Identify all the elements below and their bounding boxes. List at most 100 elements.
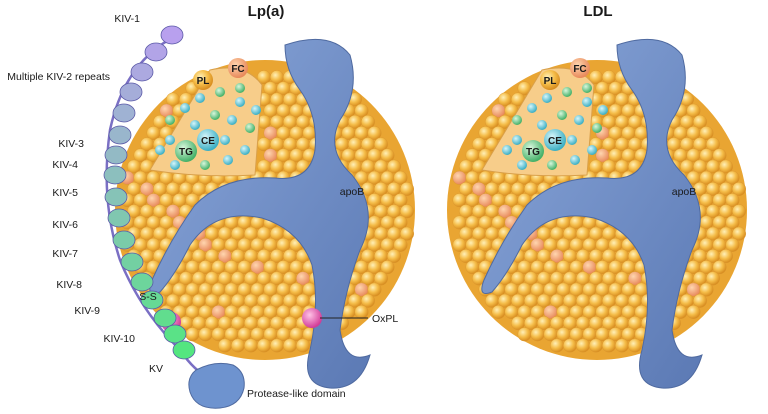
kringle-loop: [130, 62, 154, 82]
svg-text:CE: CE: [548, 136, 562, 147]
kringle-label-0: KIV-1: [114, 13, 140, 25]
phospholipid-ball: [185, 327, 200, 342]
core-lipid-droplet: [527, 103, 537, 113]
phospholipid-ball: [296, 338, 311, 353]
phospholipid-ball: [367, 126, 382, 141]
kringle-label-5: KIV-6: [52, 219, 78, 231]
core-lipid-droplet: [245, 123, 255, 133]
core-lipid-droplet: [587, 145, 597, 155]
phospholipid-ball: [491, 305, 506, 320]
ldl-title: LDL: [583, 3, 612, 20]
core-lipid-droplet: [592, 123, 602, 133]
phospholipid-ball: [686, 103, 701, 118]
phospholipid-ball: [393, 215, 408, 230]
lpa-fc-marker: FC: [228, 58, 248, 78]
lpa-particle: apoB OxPL FC PL CE TG: [115, 38, 415, 389]
core-lipid-droplet: [570, 155, 580, 165]
core-lipid-droplet: [200, 160, 210, 170]
svg-text:PL: PL: [544, 76, 557, 87]
phospholipid-ball: [686, 305, 701, 320]
kringle-loop: [144, 42, 168, 62]
kringle-loop: [108, 125, 132, 145]
ldl-ce-marker: CE: [544, 129, 566, 151]
phospholipid-ball: [628, 338, 643, 353]
core-lipid-droplet: [165, 115, 175, 125]
core-lipid-droplet: [557, 110, 567, 120]
phospholipid-ball: [400, 204, 415, 219]
protease-label: Protease-like domain: [247, 388, 346, 400]
phospholipid-ball: [361, 114, 376, 129]
core-lipid-droplet: [215, 87, 225, 97]
core-lipid-droplet: [502, 145, 512, 155]
kringle-loop: [163, 324, 187, 344]
lpa-tg-marker: TG: [175, 140, 197, 162]
ldl-particle: apoB FC PL CE TG: [447, 38, 747, 389]
phospholipid-ball: [725, 193, 740, 208]
svg-text:CE: CE: [201, 136, 215, 147]
phospholipid-ball: [217, 338, 232, 353]
core-lipid-droplet: [251, 105, 261, 115]
lpa-title: Lp(a): [248, 3, 285, 20]
kringle-label-8: KIV-9: [74, 305, 100, 317]
kringle-label-3: KIV-4: [52, 159, 78, 171]
phospholipid-ball: [699, 282, 714, 297]
phospholipid-ball: [243, 338, 258, 353]
svg-text:TG: TG: [179, 147, 193, 158]
kringle-loop: [140, 290, 164, 310]
lpa-apob-label: apoB: [340, 186, 365, 198]
lpa-pl-marker: PL: [193, 70, 213, 90]
phospholipid-ball: [367, 282, 382, 297]
kringle-loop: [104, 145, 128, 165]
phospholipid-ball: [725, 170, 740, 185]
phospholipid-ball: [576, 338, 591, 353]
kringle-loop: [107, 208, 131, 228]
kringle-label-2: KIV-3: [58, 138, 84, 150]
phospholipid-ball: [712, 260, 727, 275]
phospholipid-ball: [380, 148, 395, 163]
kringle-loop: [172, 340, 196, 360]
phospholipid-ball: [725, 215, 740, 230]
kringle-label-10: KV: [149, 363, 163, 375]
core-lipid-droplet: [547, 160, 557, 170]
core-lipid-droplet: [223, 155, 233, 165]
kringle-loop: [120, 252, 144, 272]
phospholipid-ball: [712, 148, 727, 163]
phospholipid-ball: [393, 237, 408, 252]
phospholipid-ball: [230, 338, 245, 353]
core-lipid-droplet: [574, 115, 584, 125]
kringle-loop: [112, 103, 136, 123]
phospholipid-ball: [693, 114, 708, 129]
ldl-fc-marker: FC: [570, 58, 590, 78]
svg-text:TG: TG: [526, 147, 540, 158]
kringle-label-4: KIV-5: [52, 187, 78, 199]
phospholipid-ball: [198, 327, 213, 342]
phospholipid-ball: [725, 237, 740, 252]
ss-bond-label: S-S: [139, 291, 157, 303]
phospholipid-ball: [400, 181, 415, 196]
phospholipid-ball: [387, 249, 402, 264]
kringle-loop: [119, 82, 143, 102]
phospholipid-ball: [361, 293, 376, 308]
phospholipid-ball: [283, 338, 298, 353]
phospholipid-ball: [530, 327, 545, 342]
phospholipid-ball: [374, 137, 389, 152]
core-lipid-droplet: [190, 120, 200, 130]
phospholipid-ball: [550, 338, 565, 353]
phospholipid-ball: [732, 226, 747, 241]
core-lipid-droplet: [240, 145, 250, 155]
kringle-loop: [130, 272, 154, 292]
ldl-apob: [481, 38, 703, 389]
kringle-label-1: Multiple KIV-2 repeats: [7, 71, 110, 83]
kringle-loop: [153, 308, 177, 328]
svg-text:FC: FC: [231, 64, 244, 75]
core-lipid-droplet: [567, 135, 577, 145]
phospholipid-ball: [393, 193, 408, 208]
kringle-loop: [112, 230, 136, 250]
phospholipid-ball: [393, 170, 408, 185]
phospholipid-ball: [270, 338, 285, 353]
core-lipid-droplet: [165, 135, 175, 145]
core-lipid-droplet: [517, 160, 527, 170]
core-lipid-droplet: [512, 135, 522, 145]
